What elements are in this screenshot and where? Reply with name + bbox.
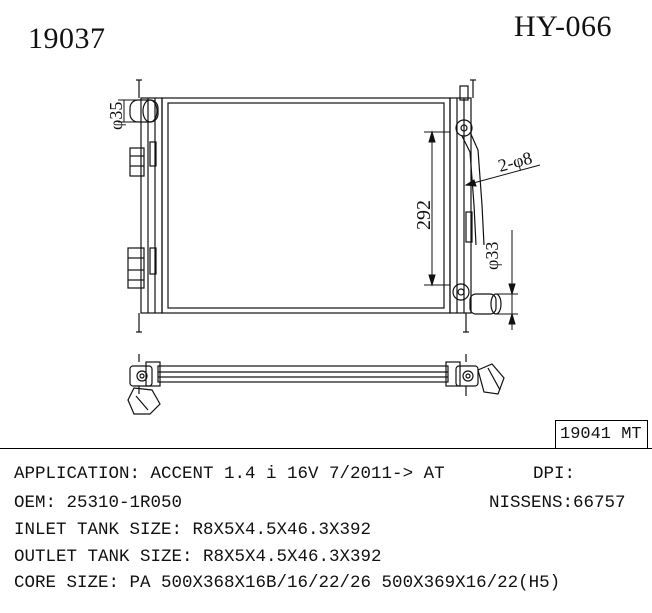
radiator-core-inner [167, 102, 445, 309]
spec-row-core-size: CORE SIZE: PA 500X368X16B/16/22/26 500X3… [0, 570, 652, 596]
right-lower-fitting [452, 283, 470, 301]
inlet-pipe [129, 99, 159, 123]
application-value: APPLICATION: ACCENT 1.4 i 16V 7/2011-> A… [14, 464, 445, 484]
outlet-diameter-label: φ33 [482, 242, 502, 270]
top-view-right-pipe [477, 363, 505, 395]
left-bracket-top [129, 147, 145, 177]
spec-row-outlet-tank: OUTLET TANK SIZE: R8X5X4.5X46.3X392 [0, 544, 652, 570]
radiator-top-view [127, 354, 505, 415]
part-number-left: 19037 [28, 22, 106, 55]
left-bracket-bottom [127, 247, 145, 289]
outlet-tank-value: OUTLET TANK SIZE: R8X5X4.5X46.3X392 [14, 547, 382, 567]
spec-row-application: APPLICATION: ACCENT 1.4 i 16V 7/2011-> A… [0, 461, 652, 487]
radiator-drawing: 292 φ35 2-φ8 φ33 [106, 79, 541, 415]
inlet-tank-value: INLET TANK SIZE: R8X5X4.5X46.3X392 [14, 520, 372, 540]
radiator-core [161, 97, 451, 314]
spec-row-oem: OEM: 25310-1R050 NISSENS:66757 [0, 490, 652, 516]
height-label: 292 [413, 200, 435, 230]
right-upper-fitting [455, 119, 473, 137]
outlet-diameter-dimension [496, 230, 518, 330]
mount-holes-label: 2-φ8 [496, 148, 534, 176]
core-size-value: CORE SIZE: PA 500X368X16B/16/22/26 500X3… [14, 573, 561, 593]
height-dimension [424, 130, 450, 287]
spec-row-inlet-tank: INLET TANK SIZE: R8X5X4.5X46.3X392 [0, 517, 652, 543]
right-tank [449, 97, 472, 314]
left-tank [140, 97, 163, 314]
transmission-code-box: 19041 MT [555, 420, 648, 448]
dpi-label: DPI: [533, 464, 576, 484]
outlet-pipe [469, 293, 497, 315]
specs-table: APPLICATION: ACCENT 1.4 i 16V 7/2011-> A… [0, 448, 652, 613]
drain-hose [469, 131, 485, 246]
top-view-left-pipe [127, 387, 161, 415]
top-view-core [157, 365, 449, 383]
nissens-value: NISSENS:66757 [489, 493, 626, 513]
inlet-diameter-dimension [118, 99, 138, 123]
radiator-front-view [127, 79, 502, 333]
oem-value: OEM: 25310-1R050 [14, 493, 183, 513]
part-number-right: HY-066 [514, 10, 612, 43]
mount-holes-leader [464, 164, 541, 187]
inlet-diameter-label: φ35 [106, 102, 126, 130]
